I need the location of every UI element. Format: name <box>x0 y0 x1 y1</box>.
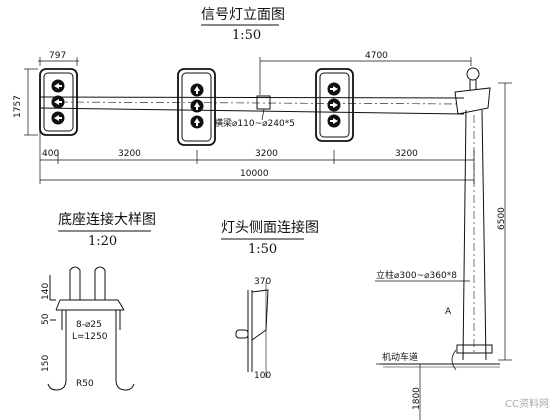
radius-label: R50 <box>76 379 94 389</box>
dim-100: 100 <box>254 371 272 381</box>
dim-797: 797 <box>49 51 67 61</box>
dimension-lines-bottom <box>39 82 512 420</box>
section-marker-a: A <box>445 307 452 317</box>
dim-1757: 1757 <box>13 95 23 118</box>
bolt-length-label: L=1250 <box>72 332 108 342</box>
elevation-scale: 1:50 <box>232 28 262 43</box>
elevation-title: 信号灯立面图 <box>201 7 285 23</box>
dim-4700: 4700 <box>365 51 388 61</box>
crossarm <box>39 96 465 115</box>
crossarm-label: 横梁⌀110~⌀240*5 <box>214 119 295 129</box>
head-scale: 1:50 <box>248 242 278 257</box>
crossarm-joint <box>256 95 271 110</box>
dimension-lines-top <box>24 57 472 136</box>
dim-1800: 1800 <box>412 387 422 410</box>
dim-3200-1: 3200 <box>118 149 141 159</box>
dim-10000: 10000 <box>240 169 269 179</box>
base-title: 底座连接大样图 <box>58 212 156 228</box>
dim-6500: 6500 <box>497 207 507 230</box>
dim-50: 50 <box>41 313 51 325</box>
dim-3200-2: 3200 <box>255 149 278 159</box>
head-side-detail <box>235 282 269 378</box>
base-scale: 1:20 <box>88 234 118 249</box>
signal-head-middle <box>177 68 216 146</box>
dim-140: 140 <box>41 282 51 300</box>
watermark: CC资料网 <box>505 399 549 410</box>
signal-head-right <box>315 68 354 142</box>
dim-400: 400 <box>42 149 60 159</box>
head-title: 灯头侧面连接图 <box>221 220 319 236</box>
bolts-label: 8-⌀25 <box>76 320 102 330</box>
pole-label: 立柱⌀300~⌀360*8 <box>376 271 457 281</box>
dim-370: 370 <box>254 277 272 287</box>
dim-150: 150 <box>41 354 51 372</box>
dim-3200-3: 3200 <box>395 149 418 159</box>
base-detail <box>47 266 135 391</box>
lane-label: 机动车道 <box>382 353 419 363</box>
signal-head-left <box>39 68 78 136</box>
